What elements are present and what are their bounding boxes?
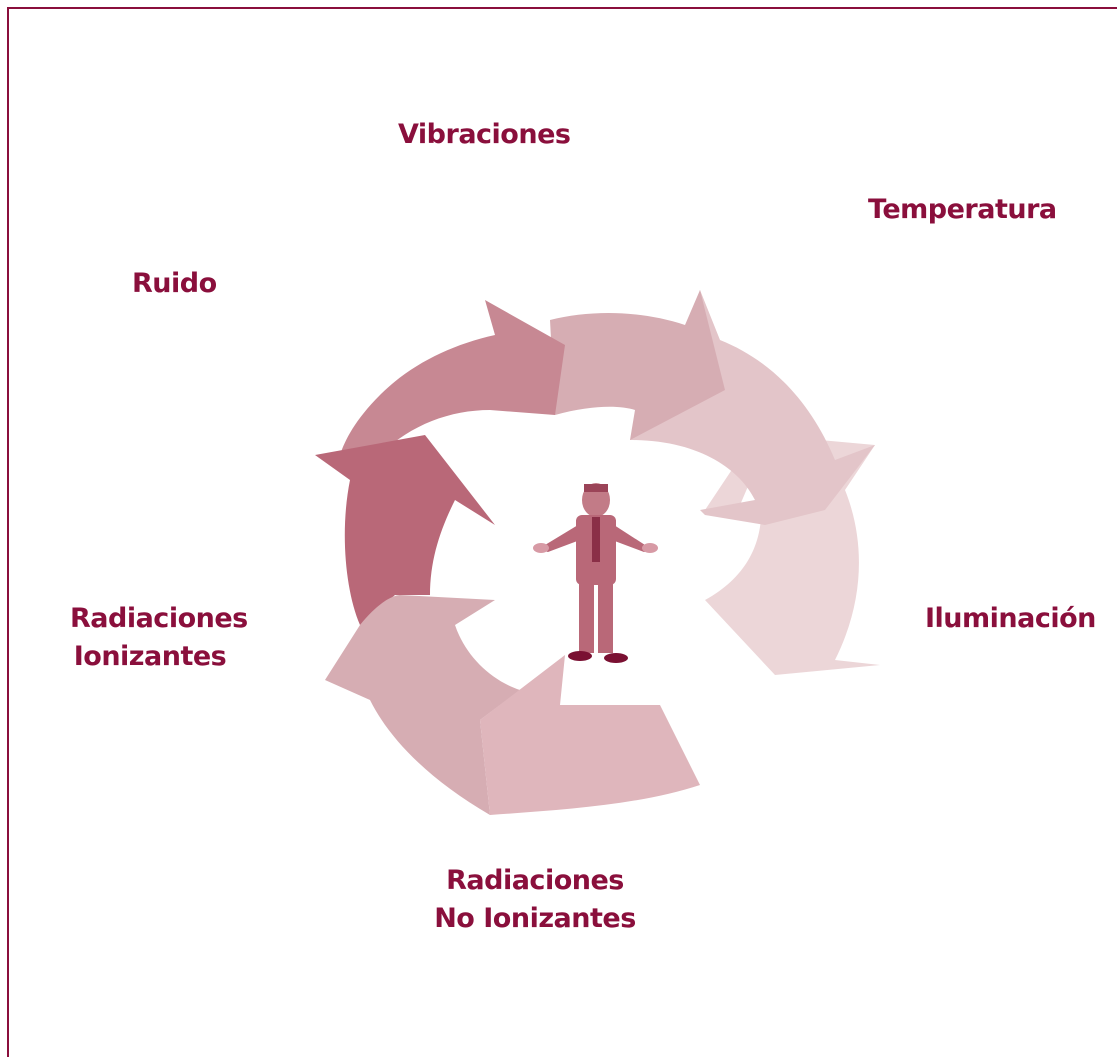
arrow-segment-vibraciones xyxy=(550,290,725,440)
label-temperatura: Temperatura xyxy=(868,194,1057,225)
label-radiaciones-ionizantes-line1: Radiaciones xyxy=(70,603,248,634)
label-radiaciones-no-ionizantes-line1: Radiaciones xyxy=(446,865,624,896)
label-radiaciones-ionizantes: Radiaciones Ionizantes xyxy=(70,600,248,676)
label-radiaciones-ionizantes-line2: Ionizantes xyxy=(73,641,227,672)
arrow-segment-radiaciones-ionizantes xyxy=(315,435,495,625)
diagram-border xyxy=(7,7,1117,1057)
label-ruido: Ruido xyxy=(132,268,217,299)
arrow-segment-iluminacion xyxy=(705,440,880,675)
businessman-shrugging-icon xyxy=(533,483,658,663)
label-vibraciones: Vibraciones xyxy=(398,119,571,150)
label-radiaciones-no-ionizantes: Radiaciones No Ionizantes xyxy=(430,862,640,938)
arrow-segment-radiaciones-no-ionizantes xyxy=(480,655,700,815)
label-iluminacion: Iluminación xyxy=(925,603,1096,634)
arrow-segment-ruido xyxy=(340,300,565,455)
label-radiaciones-no-ionizantes-line2: No Ionizantes xyxy=(434,903,636,934)
arrow-segment-lower-left xyxy=(325,595,520,815)
